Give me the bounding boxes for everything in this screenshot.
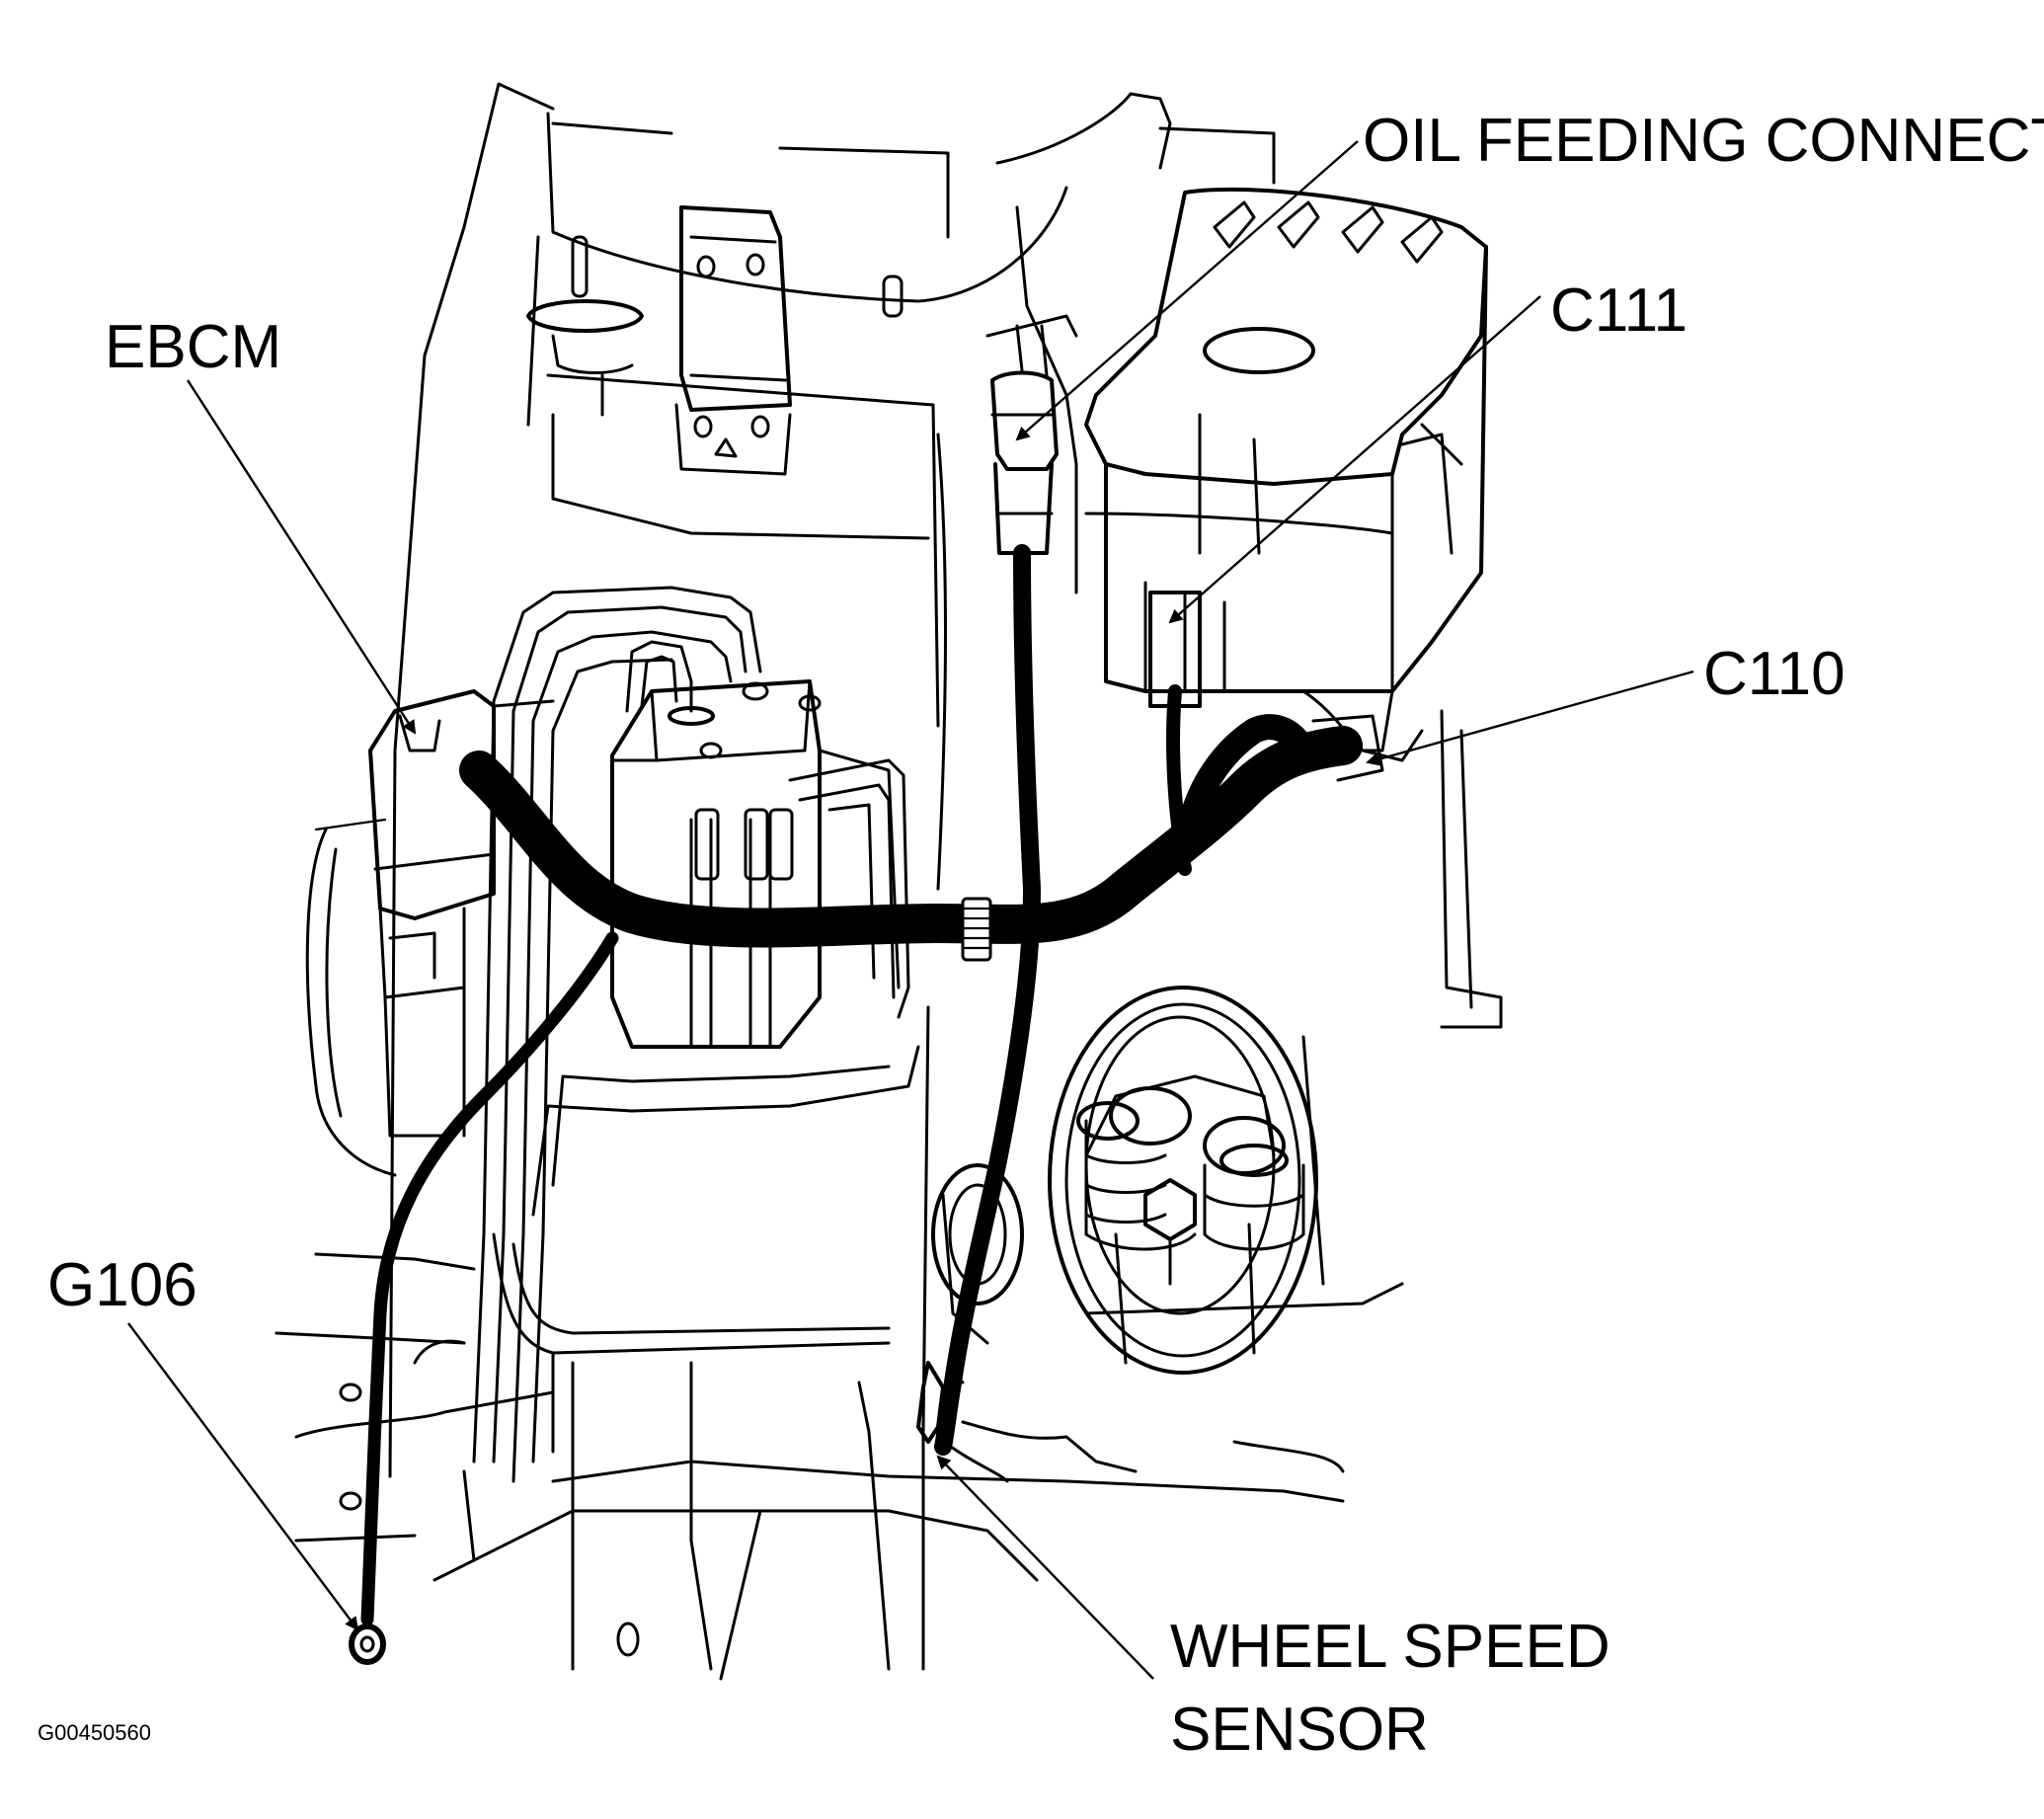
figure-id: G00450560 [38, 1720, 151, 1745]
leader-c110 [1366, 670, 1694, 766]
wiring-harness [349, 544, 1384, 1665]
label-wheel-speed-sensor-line1: WHEEL SPEED [1170, 1613, 1611, 1681]
label-ebcm: EBCM [105, 313, 281, 381]
label-oil-feeding-connector: OIL FEEDING CONNECTOR [1363, 107, 2044, 175]
leader-wheel-speed-sensor [936, 1455, 1154, 1680]
oil-feeding-connector-part [985, 314, 1078, 555]
frame-rails [275, 1252, 1404, 1681]
ebcm-module [305, 689, 555, 1177]
label-wheel-speed-sensor-line2: SENSOR [1170, 1696, 1429, 1764]
body-panels [388, 82, 1276, 1478]
upper-mount-bracket [526, 205, 904, 476]
leader-lines [127, 140, 1694, 1680]
leader-c111 [1168, 295, 1541, 624]
leader-ebcm [186, 379, 417, 735]
hydraulic-modulator [610, 679, 901, 1049]
label-g106: G106 [47, 1251, 197, 1319]
fuse-relay-box [1084, 187, 1503, 1029]
label-c110: C110 [1703, 640, 1846, 708]
pulley-assembly [1048, 986, 1325, 1375]
leader-g106 [127, 1322, 359, 1631]
label-c111: C111 [1550, 277, 1688, 345]
callout-labels: OIL FEEDING CONNECTOR EBCM C111 C110 G10… [38, 107, 2044, 1764]
leader-oil-feeding-connector [1015, 140, 1359, 441]
